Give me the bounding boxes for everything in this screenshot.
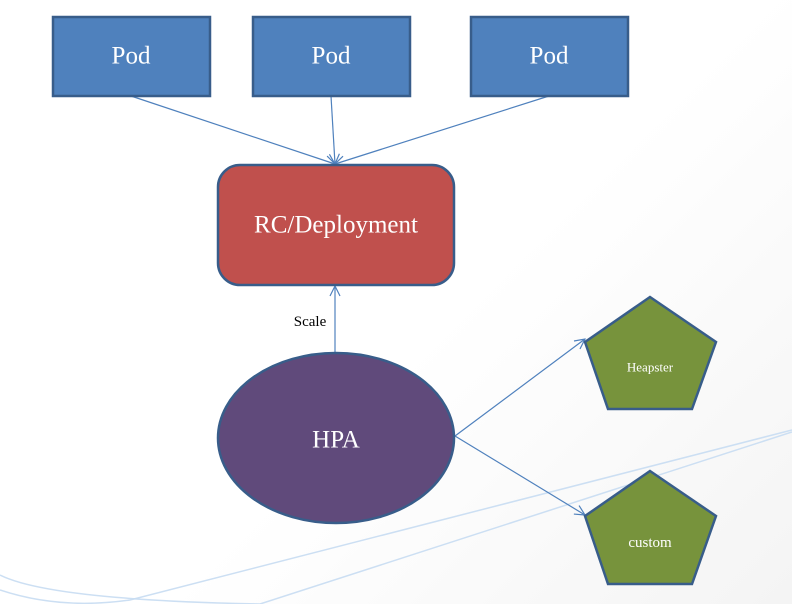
edges: Scale bbox=[130, 95, 585, 515]
pod-label: Pod bbox=[312, 43, 351, 70]
hpa-label: HPA bbox=[312, 427, 360, 454]
pod-label: Pod bbox=[112, 43, 151, 70]
pod-node-3[interactable]: Pod bbox=[469, 15, 630, 98]
pod-box bbox=[251, 15, 412, 98]
custom-node[interactable]: custom bbox=[583, 469, 718, 586]
edge-hpa-to-custom bbox=[454, 435, 585, 515]
edge-label-scale: Scale bbox=[294, 314, 327, 330]
edge-pod3-to-rc bbox=[335, 95, 550, 164]
heapster-pentagon bbox=[583, 295, 718, 411]
decor-curve-2 bbox=[0, 431, 792, 604]
rc-deployment-box bbox=[216, 163, 456, 287]
custom-pentagon bbox=[583, 469, 718, 586]
background-decoration bbox=[0, 429, 792, 604]
decor-curve-1 bbox=[0, 429, 792, 604]
rc-deployment-label: RC/Deployment bbox=[254, 212, 418, 239]
pod-box bbox=[469, 15, 630, 98]
pod-box bbox=[51, 15, 212, 98]
edge-hpa-to-heapster bbox=[454, 339, 585, 437]
edge-pod1-to-rc bbox=[130, 95, 335, 164]
pod-label: Pod bbox=[530, 43, 569, 70]
heapster-node[interactable]: Heapster bbox=[583, 295, 718, 411]
hpa-node[interactable]: HPA bbox=[216, 351, 456, 525]
pod-node-2[interactable]: Pod bbox=[251, 15, 412, 98]
edge-pod2-to-rc bbox=[331, 95, 335, 164]
rc-deployment-node[interactable]: RC/Deployment bbox=[216, 163, 456, 287]
heapster-label: Heapster bbox=[627, 360, 674, 375]
pod-node-1[interactable]: Pod bbox=[51, 15, 212, 98]
custom-label: custom bbox=[628, 535, 672, 551]
hpa-ellipse bbox=[216, 351, 456, 525]
